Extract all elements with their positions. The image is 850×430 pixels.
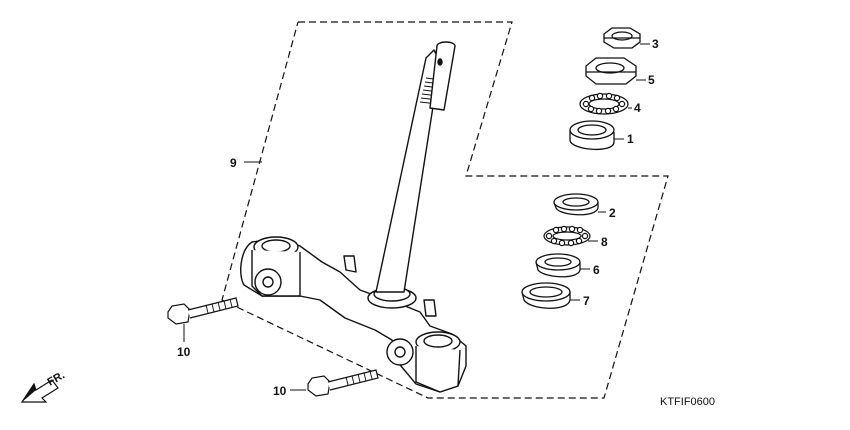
front-arrow-icon	[20, 379, 59, 403]
part-number-label: 10	[177, 345, 191, 359]
nut-icon	[603, 27, 641, 49]
ball-bearing-icon	[543, 225, 591, 247]
bearing-race-icon	[569, 120, 615, 151]
bolt-icon	[307, 369, 379, 397]
part-number-label: 10	[273, 384, 287, 398]
diagram-code: KTFIF0600	[660, 396, 715, 408]
ball-bearing-icon	[579, 92, 629, 115]
part-number-label: 6	[593, 263, 600, 277]
part-number-label: 8	[601, 235, 608, 249]
bearing-race-icon	[535, 253, 581, 278]
steering-stem-icon	[240, 41, 467, 393]
lock-nut-icon	[585, 57, 637, 85]
bearing-race-icon	[553, 193, 599, 216]
front-indicator-label: FR.	[46, 369, 67, 388]
leader-lines	[183, 43, 650, 391]
bolt-icon	[167, 297, 239, 325]
part-number-label: 5	[648, 73, 655, 87]
part-number-label: 2	[609, 206, 616, 220]
part-number-label: 7	[583, 294, 590, 308]
part-number-label: 1	[627, 132, 634, 146]
part-number-label: 3	[652, 37, 659, 51]
part-number-label: 4	[634, 101, 641, 115]
dust-seal-icon	[521, 282, 571, 309]
part-number-label: 9	[230, 156, 237, 170]
